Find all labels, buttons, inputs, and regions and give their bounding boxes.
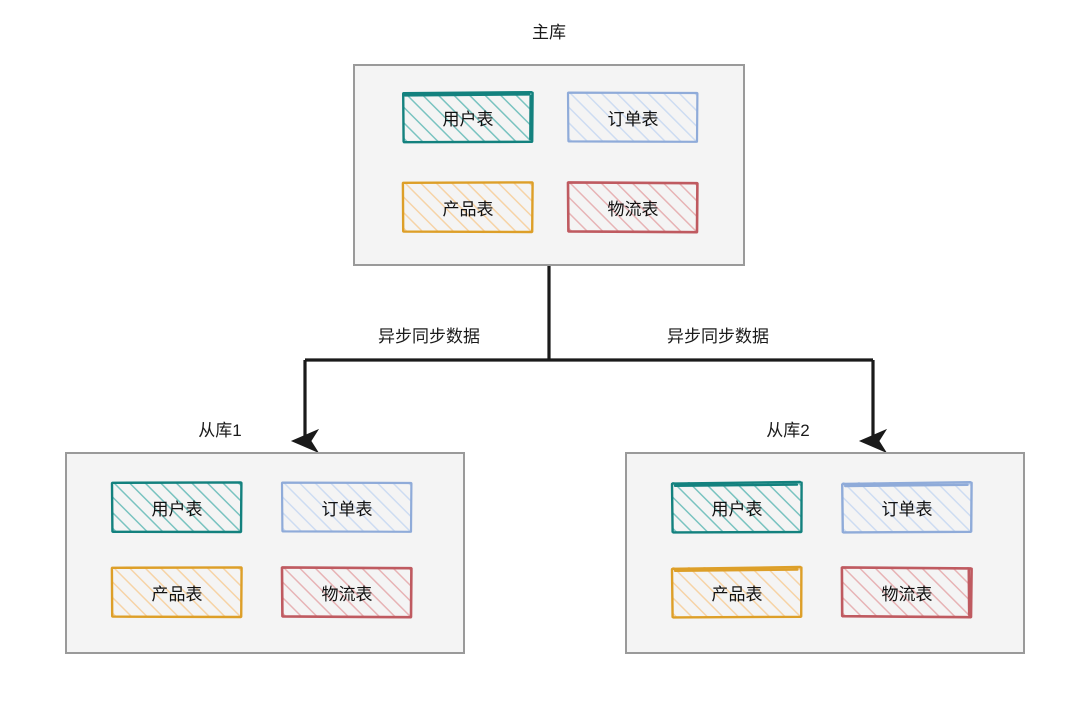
table-label: 订单表 xyxy=(321,499,373,519)
master-table-logistics[interactable]: 物流表 xyxy=(566,181,699,234)
table-label: 用户表 xyxy=(151,499,203,519)
master-db-title: 主库 xyxy=(532,23,566,42)
slave1-table-user[interactable]: 用户表 xyxy=(110,481,243,534)
slave1-db-container: 用户表 订单表 产品表 xyxy=(65,452,465,654)
slave2-db-container: 用户表 订单表 产品表 xyxy=(625,452,1025,654)
slave2-db-title: 从库2 xyxy=(766,421,810,440)
table-label: 用户表 xyxy=(442,109,494,129)
slave1-table-order[interactable]: 订单表 xyxy=(280,481,413,533)
table-label: 产品表 xyxy=(442,199,494,219)
slave2-table-logistics[interactable]: 物流表 xyxy=(840,566,973,619)
table-label: 物流表 xyxy=(881,584,933,604)
master-table-user[interactable]: 用户表 xyxy=(402,91,534,144)
table-label: 订单表 xyxy=(881,499,933,519)
edge-label-left: 异步同步数据 xyxy=(378,327,480,346)
master-db-container: 用户表 订单表 产品表 xyxy=(353,64,745,266)
master-table-order[interactable]: 订单表 xyxy=(566,91,699,143)
table-label: 物流表 xyxy=(607,199,659,219)
master-table-product[interactable]: 产品表 xyxy=(401,181,534,234)
table-label: 产品表 xyxy=(151,584,203,604)
table-label: 物流表 xyxy=(321,584,373,604)
slave2-table-user[interactable]: 用户表 xyxy=(670,480,803,534)
table-label: 用户表 xyxy=(711,499,763,519)
slave1-db-title: 从库1 xyxy=(198,421,242,440)
slave1-table-product[interactable]: 产品表 xyxy=(110,566,243,619)
slave2-table-order[interactable]: 订单表 xyxy=(841,481,973,534)
slave1-table-logistics[interactable]: 物流表 xyxy=(280,566,413,619)
slave2-table-product[interactable]: 产品表 xyxy=(670,565,803,619)
table-label: 产品表 xyxy=(711,584,763,604)
table-label: 订单表 xyxy=(607,109,659,129)
edge-label-right: 异步同步数据 xyxy=(667,327,769,346)
